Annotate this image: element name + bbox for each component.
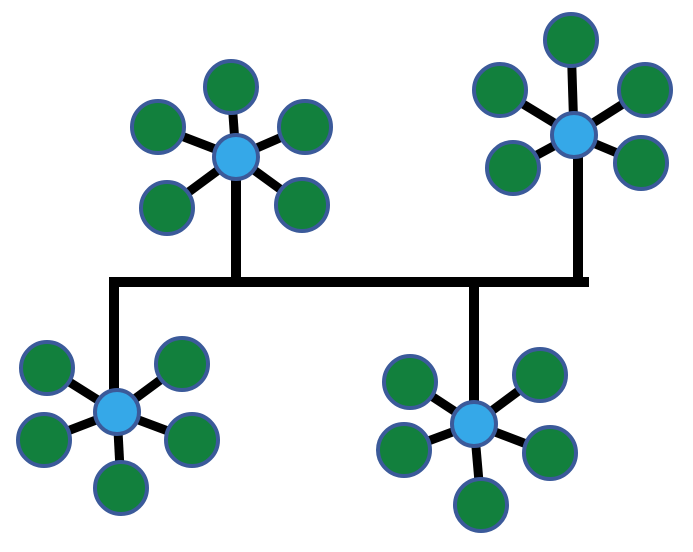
leaf-node <box>277 99 333 155</box>
leaf-node <box>613 135 669 191</box>
leaf-node <box>203 59 259 115</box>
leaf-node <box>512 347 568 403</box>
leaf-node <box>617 62 673 118</box>
star-top-right <box>472 12 673 196</box>
leaf-node <box>522 425 578 481</box>
hub-node <box>450 400 498 448</box>
leaf-node <box>382 354 438 410</box>
hub-node <box>93 388 141 436</box>
hub-node <box>212 133 260 181</box>
star-top-left <box>130 59 333 236</box>
leaf-node <box>376 422 432 478</box>
star-bottom-left <box>16 336 220 516</box>
leaf-node <box>16 412 72 468</box>
leaf-node <box>274 177 330 233</box>
leaf-node <box>93 460 149 516</box>
hub-node <box>550 111 598 159</box>
leaf-node <box>130 99 186 155</box>
leaf-node <box>154 336 210 392</box>
star-bottom-right <box>376 347 578 533</box>
leaf-node <box>472 62 528 118</box>
leaf-node <box>19 340 75 396</box>
leaf-node <box>139 180 195 236</box>
leaf-node <box>485 140 541 196</box>
leaf-node <box>164 412 220 468</box>
leaf-node <box>453 477 509 533</box>
leaf-node <box>543 12 599 68</box>
